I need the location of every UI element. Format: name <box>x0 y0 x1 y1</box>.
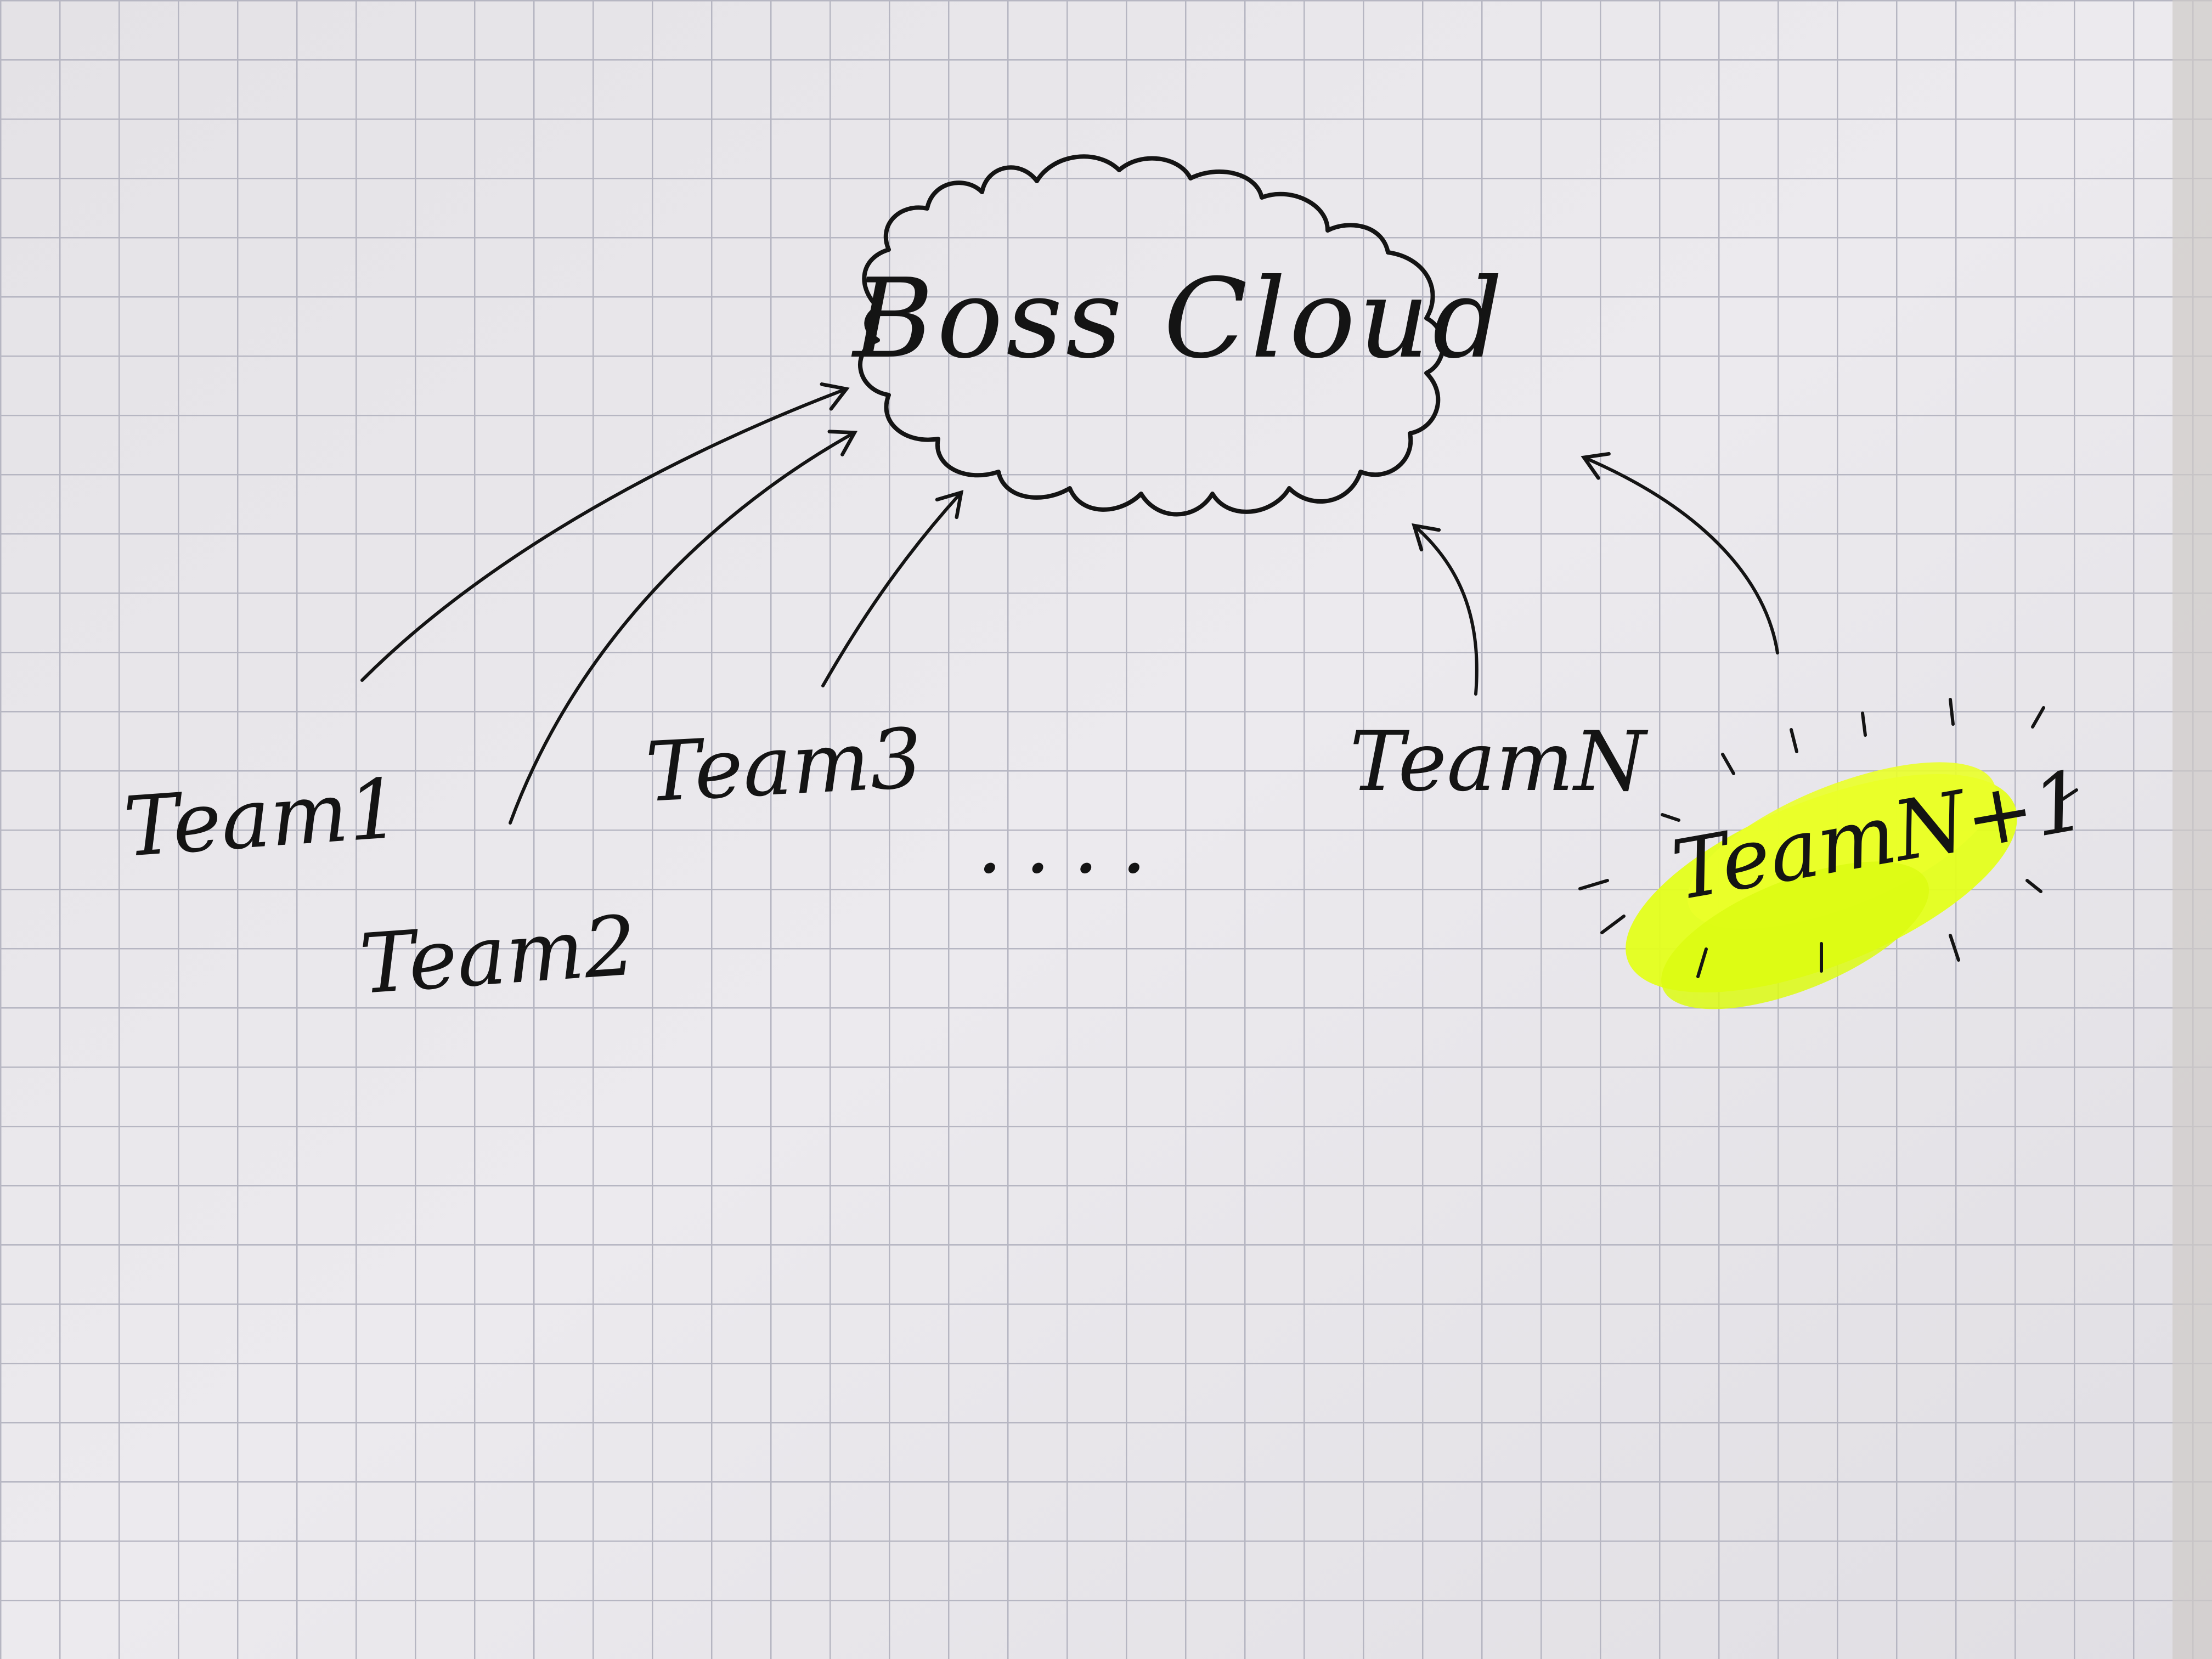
arrow-team3 <box>821 490 964 687</box>
arrow-teamN <box>1412 523 1479 696</box>
team-label: Team1 <box>121 761 403 876</box>
burst-lines <box>1578 698 2078 978</box>
paper-edge <box>2172 0 2212 1659</box>
arrow-team2 <box>509 430 858 825</box>
team-label: TeamN <box>1350 714 1649 810</box>
team-label: Team2 <box>357 898 639 1013</box>
arrow-teamN1 <box>1581 452 1779 654</box>
arrow-team1 <box>360 382 850 682</box>
ellipsis: .... <box>977 797 1169 892</box>
team-label: Team3 <box>644 711 925 821</box>
cloud-label: Boss Cloud <box>851 255 1506 383</box>
cloud-shape <box>858 154 1445 517</box>
highlighter-mark <box>1626 762 2017 1009</box>
